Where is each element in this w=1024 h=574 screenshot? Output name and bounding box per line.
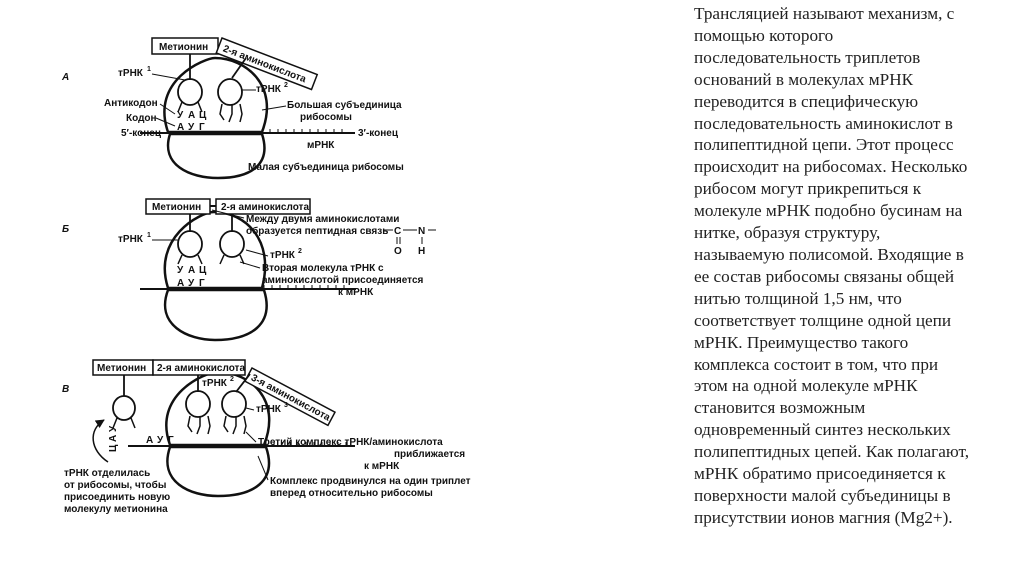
- panel-c-methionine-label: Метионин: [97, 363, 146, 374]
- panel-b-large-subunit: [163, 210, 267, 290]
- panel-b: Б Метионин 2-я аминокислота У А Ц А У Г …: [62, 198, 436, 342]
- panel-b-bond-o: O: [394, 246, 402, 257]
- panel-b-bond-n: N: [418, 226, 425, 237]
- panel-c-left4-label: молекулу метионина: [64, 504, 168, 515]
- panel-b-second3-label: к мРНК: [338, 287, 374, 298]
- panel-c-release-arrow: [92, 419, 109, 463]
- panel-b-trna2-sup: 2: [298, 248, 302, 255]
- panel-a-methionine-box: [151, 37, 219, 55]
- panel-c-mrna-ticks: [265, 442, 347, 446]
- panel-c-third1-label: Третий комплекс тРНК/аминокислота: [258, 437, 443, 448]
- panel-c-aa3-box: 3-я аминокислота: [243, 366, 337, 427]
- panel-b-trna1-label: тРНК: [118, 234, 144, 245]
- panel-b-codon-base-2: У: [188, 278, 195, 289]
- panel-c-aa2-label: 2-я аминокислота: [157, 363, 245, 374]
- panel-c-codon-base-1: А: [146, 435, 153, 446]
- panel-b-anti-base-3: Ц: [199, 265, 207, 276]
- panel-a-5end-label: 5′-конец: [121, 128, 162, 139]
- panel-a-anti-base-3: Ц: [199, 110, 207, 121]
- panel-a-trna2-label: тРНК: [256, 84, 282, 95]
- panel-b-anti-base-1: У: [177, 265, 184, 276]
- translation-diagram: А Метионин 2-я аминокислота У А Ц А У Г …: [61, 37, 471, 515]
- panel-a-anticodon-label: Антикодон: [104, 98, 158, 109]
- panel-c-left3-label: присоединить новую: [64, 492, 171, 503]
- panel-b-peptide1-label: Между двумя аминокислотами: [246, 214, 399, 225]
- panel-b-codon-base-1: А: [177, 278, 184, 289]
- panel-c-released-base-3: Ц: [108, 444, 119, 452]
- panel-a-small-subunit: [166, 132, 266, 180]
- panel-c-trna3-body: [221, 390, 247, 418]
- panel-b-methionine-label: Метионин: [152, 202, 201, 213]
- panel-c-released-base-2: А: [108, 435, 119, 442]
- panel-b-aa2-label: 2-я аминокислота: [221, 202, 309, 213]
- panel-a-anti-base-1: У: [177, 110, 184, 121]
- panel-a-large2-label: рибосомы: [300, 111, 352, 123]
- panel-a-small-label: Малая субъединица рибосомы: [248, 161, 404, 173]
- panel-a-methionine-label: Метионин: [159, 42, 208, 53]
- panel-b-bond-c: C: [394, 226, 401, 237]
- panel-a-trna2-sup: 2: [284, 82, 288, 89]
- panel-b-peptide2-label: образуется пептидная связь: [246, 225, 388, 237]
- panel-c-left1-label: тРНК отделилась: [64, 468, 150, 479]
- panel-c-trna2-body: [185, 390, 211, 418]
- panel-c-released-trna-body: [112, 395, 136, 421]
- panel-b-letter: Б: [62, 224, 69, 235]
- panel-b-trna2-body: [219, 230, 245, 258]
- panel-c-released-base-1: У: [108, 425, 119, 432]
- panel-a-large-subunit: [163, 56, 269, 134]
- panel-a-mrna-ticks: [261, 129, 343, 133]
- panel-c-codon-base-2: У: [157, 435, 164, 446]
- panel-a-trna2-body: [217, 78, 243, 106]
- panel-b-trna1-body: [177, 230, 203, 258]
- panel-c-left2-label: от рибосомы, чтобы: [64, 479, 166, 491]
- panel-c-trna2-sup: 2: [230, 376, 234, 383]
- panel-a-trna1-sup: 1: [147, 66, 151, 73]
- panel-c-codon-base-3: Г: [168, 435, 174, 446]
- panel-a-aa2-box: 2-я аминокислота: [215, 37, 319, 91]
- panel-b-trna1-sup: 1: [147, 232, 151, 239]
- panel-c-trna3-label: тРНК: [256, 404, 282, 415]
- panel-b-mrna-ticks: [263, 285, 345, 289]
- panel-c-third3-label: к мРНК: [364, 461, 400, 472]
- panel-b-second1-label: Вторая молекула тРНК с: [262, 263, 384, 274]
- panel-a-trna1-body: [177, 78, 203, 106]
- panel-b-codon-base-3: Г: [199, 278, 205, 289]
- panel-a-trna2-arms: [219, 103, 243, 123]
- panel-a-codon-base-1: А: [177, 122, 184, 133]
- panel-a-trna1-label: тРНК: [118, 68, 144, 79]
- panel-c-third2-label: приближается: [394, 448, 465, 460]
- panel-c-small-subunit: [166, 445, 271, 498]
- panel-a-codon-label: Кодон: [126, 113, 157, 124]
- panel-a-3end-label: 3′-конец: [358, 128, 399, 139]
- panel-c-moves1-label: Комплекс продвинулся на один триплет: [270, 476, 471, 487]
- panel-a-anti-base-2: А: [188, 110, 195, 121]
- panel-a-large1-label: Большая субъединица: [287, 99, 402, 111]
- panel-b-bond-h: H: [418, 246, 425, 257]
- panel-b-anti-base-2: А: [188, 265, 195, 276]
- panel-c-trna3-sup: 3: [284, 402, 288, 409]
- panel-a-letter: А: [61, 72, 69, 83]
- panel-b-trna2-label: тРНК: [270, 250, 296, 261]
- panel-b-aa2-box: [215, 198, 311, 215]
- panel-a-codon-base-3: Г: [199, 122, 205, 133]
- panel-a: А Метионин 2-я аминокислота У А Ц А У Г …: [61, 37, 404, 180]
- panel-c-moves2-label: вперед относительно рибосомы: [270, 487, 433, 499]
- panel-b-small-subunit: [163, 288, 268, 342]
- description-text: Трансляцией называют механизм, с помощью…: [694, 4, 969, 527]
- panel-c-letter: В: [62, 384, 69, 395]
- panel-a-trna2-stem: [231, 57, 247, 79]
- panel-a-trna1-arms: [177, 101, 203, 113]
- panel-b-second2-label: аминокислотой присоединяется: [262, 275, 424, 286]
- panel-a-codon-base-2: У: [188, 122, 195, 133]
- panel-a-mrna-label: мРНК: [307, 140, 335, 151]
- panel-c-aa3-label: 3-я аминокислота: [249, 373, 332, 424]
- panel-c-trna2-label: тРНК: [202, 378, 228, 389]
- panel-c: В Метионин 2-я аминокислота 3-я аминокис…: [62, 359, 471, 515]
- panel-c-aa2-box: [152, 359, 246, 376]
